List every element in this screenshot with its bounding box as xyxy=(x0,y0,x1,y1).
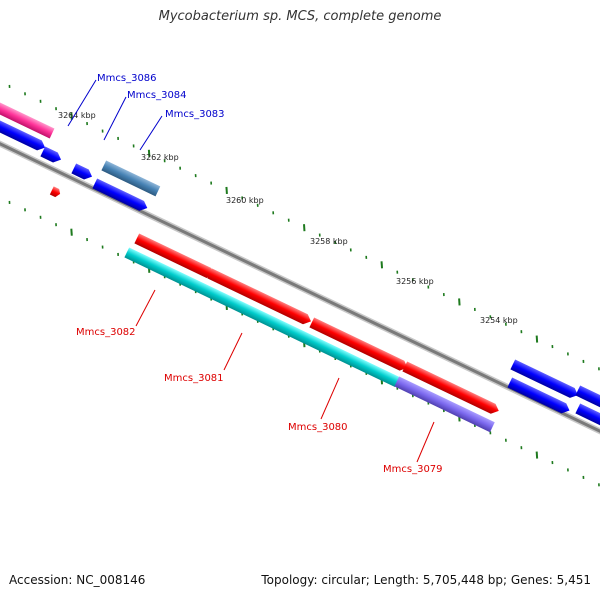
gene-mmcs-3080[interactable] xyxy=(309,317,409,373)
scale-label-3256: 3256 kbp xyxy=(396,277,434,286)
reverse-strand-features xyxy=(0,99,600,431)
gene-leader-lines xyxy=(67,79,435,463)
gene-labels: Mmcs_3086 Mmcs_3084 Mmcs_3083 Mmcs_3082 … xyxy=(76,73,443,475)
scale-label-3262: 3262 kbp xyxy=(141,153,179,162)
map-title: Mycobacterium sp. MCS, complete genome xyxy=(158,9,442,24)
gene-mmcs-3079[interactable] xyxy=(402,361,501,416)
gene-block-left-1[interactable] xyxy=(0,117,47,153)
scale-label-3260: 3260 kbp xyxy=(226,196,264,205)
genome-summary-text: Topology: circular; Length: 5,705,448 bp… xyxy=(261,573,591,587)
scale-label-3264: 3264 kbp xyxy=(58,111,96,120)
scale-ticks xyxy=(8,84,600,487)
gene-label-mmcs-3086[interactable]: Mmcs_3086 xyxy=(97,73,157,84)
gene-label-mmcs-3081[interactable]: Mmcs_3081 xyxy=(164,373,224,384)
leader-mmcs-3079 xyxy=(416,421,435,463)
gene-block-right-2[interactable] xyxy=(507,377,571,415)
gene-label-mmcs-3083[interactable]: Mmcs_3083 xyxy=(165,109,225,120)
genome-backbone xyxy=(0,140,600,435)
scale-label-3254: 3254 kbp xyxy=(480,316,518,325)
gene-mmcs-3081[interactable] xyxy=(207,268,313,326)
gene-label-mmcs-3082[interactable]: Mmcs_3082 xyxy=(76,327,136,338)
leader-mmcs-3080 xyxy=(320,377,340,420)
gene-purple[interactable] xyxy=(394,376,495,433)
gene-mmcs-3082[interactable] xyxy=(124,247,400,388)
gene-label-mmcs-3080[interactable]: Mmcs_3080 xyxy=(288,422,348,433)
gene-mmcs-3084[interactable] xyxy=(71,163,94,182)
gene-block-right-4[interactable] xyxy=(575,403,600,431)
gene-label-mmcs-3084[interactable]: Mmcs_3084 xyxy=(127,90,187,101)
leader-mmcs-3082 xyxy=(135,289,156,327)
leader-mmcs-3083 xyxy=(139,115,163,151)
leader-mmcs-3086 xyxy=(67,79,97,127)
gene-small-red[interactable] xyxy=(49,186,62,198)
accession-text: Accession: NC_008146 xyxy=(9,573,146,587)
scale-label-3258: 3258 kbp xyxy=(310,237,348,246)
scale-labels: 3264 kbp 3262 kbp 3260 kbp 3258 kbp 3256… xyxy=(58,111,518,325)
gene-block-left-2[interactable] xyxy=(40,146,63,165)
gene-mmcs-3083[interactable] xyxy=(101,160,161,197)
gene-red-1[interactable] xyxy=(134,233,216,280)
gene-block-right-3[interactable] xyxy=(575,385,600,413)
gene-label-mmcs-3079[interactable]: Mmcs_3079 xyxy=(383,464,443,475)
forward-strand-features xyxy=(124,233,501,433)
gene-block-mid[interactable] xyxy=(92,178,149,213)
gene-block-right-1[interactable] xyxy=(510,359,580,400)
leader-mmcs-3081 xyxy=(223,332,243,371)
gene-mmcs-3086[interactable] xyxy=(0,99,55,139)
leader-mmcs-3084 xyxy=(103,96,127,141)
